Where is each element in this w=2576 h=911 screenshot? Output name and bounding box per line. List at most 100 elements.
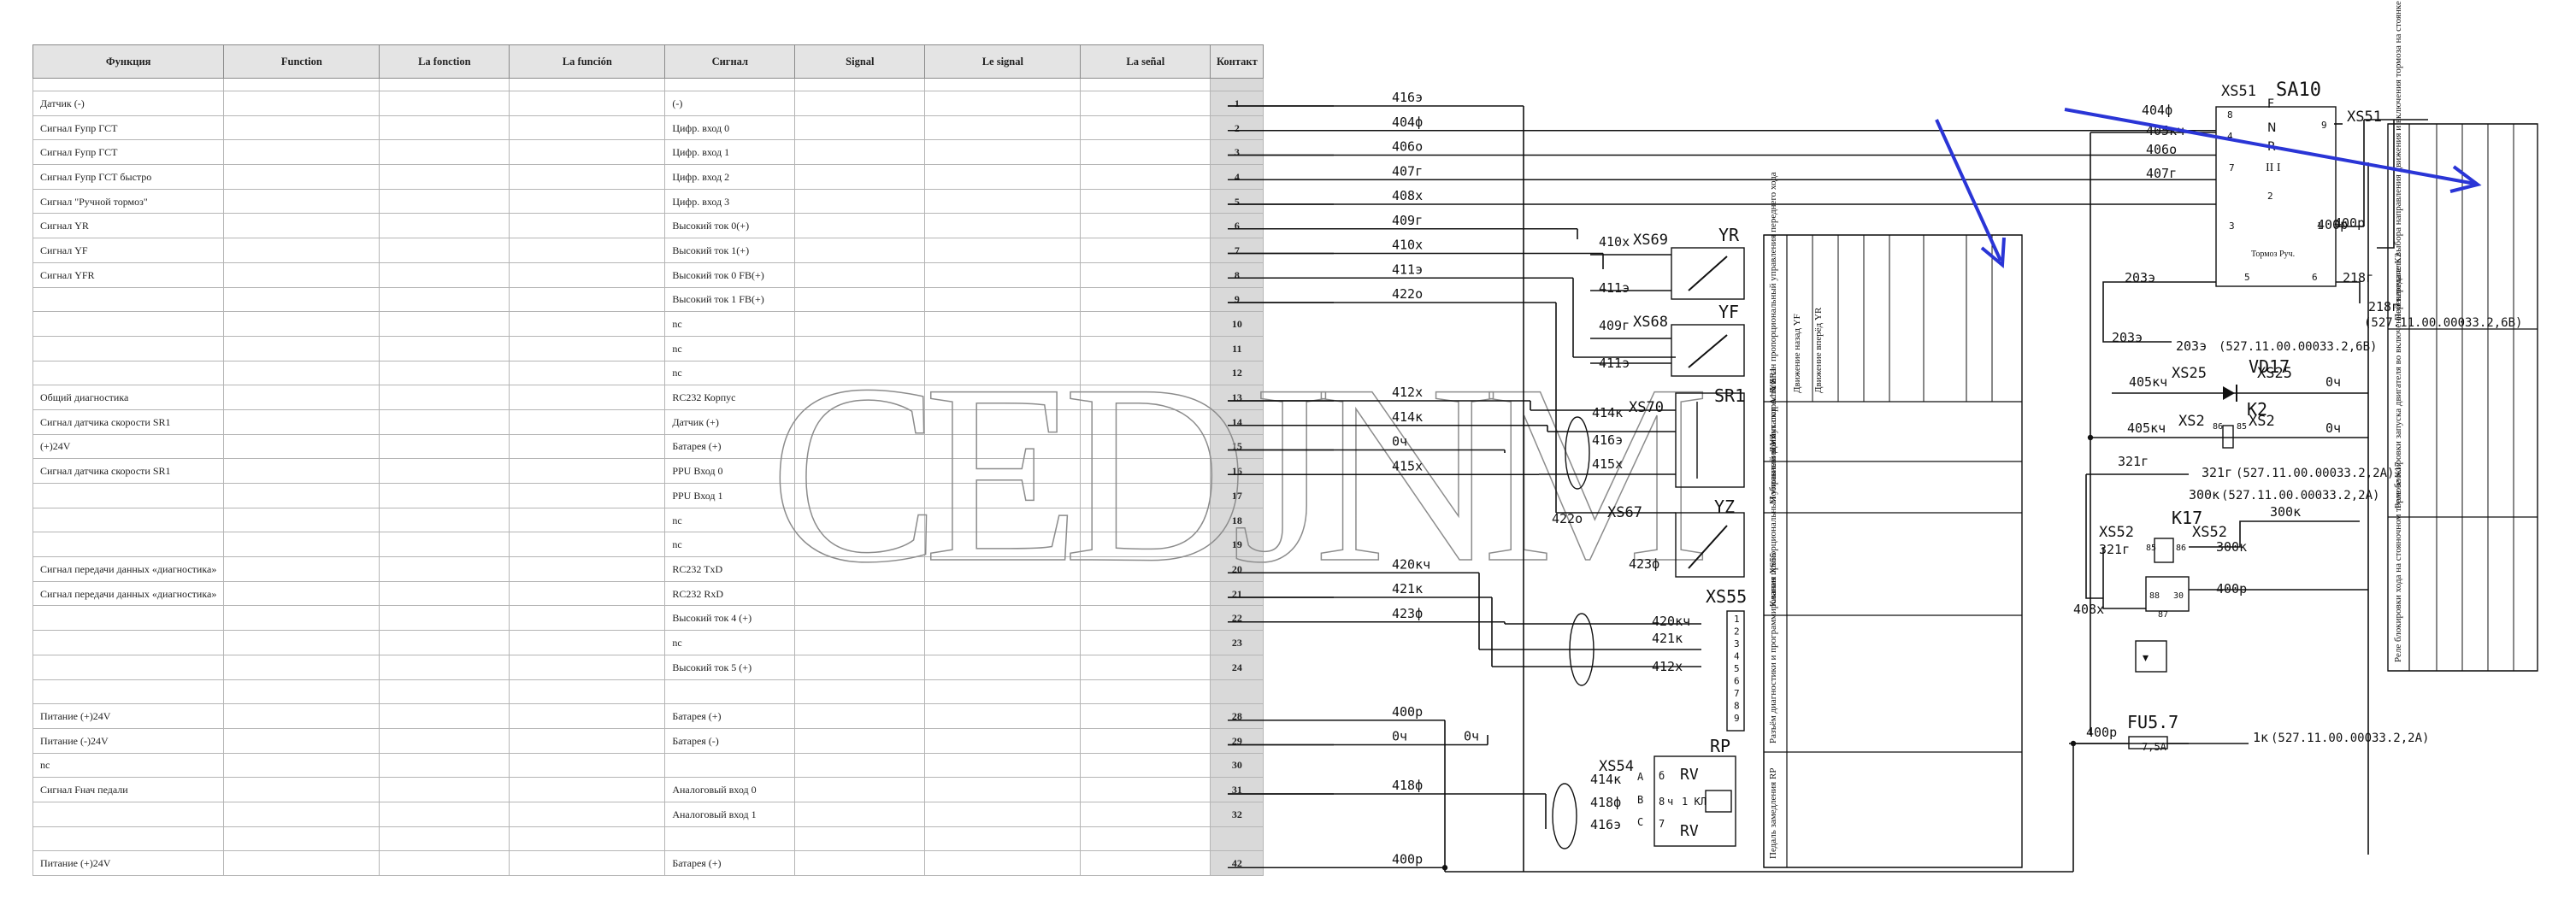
table-cell	[379, 850, 510, 876]
table-cell	[509, 360, 666, 386]
table-cell	[794, 311, 926, 337]
table-cell	[509, 826, 666, 852]
table-cell	[794, 703, 926, 729]
function-cell: Сигнал Fупр ГСТ	[32, 115, 225, 141]
table-cell	[509, 556, 666, 582]
wire-label: 218г	[2368, 299, 2399, 314]
signal-cell: Высокий ток 5 (+)	[664, 654, 796, 680]
wire-label: 203э	[2125, 270, 2155, 285]
pin-cell: 42	[1210, 850, 1264, 876]
table-cell	[794, 556, 926, 582]
wire-label: 420кч	[1392, 556, 1430, 572]
table-cell	[794, 164, 926, 190]
table-cell	[924, 777, 1082, 802]
function-cell: Сигнал Fнач педали	[32, 777, 225, 802]
wire-label: 404ф	[1392, 115, 1423, 130]
table-cell	[223, 630, 380, 655]
table-cell	[509, 703, 666, 729]
table-cell	[794, 752, 926, 779]
wire-label: 414к	[1590, 772, 1621, 787]
pin-number: 1	[2317, 220, 2323, 232]
wire-label: 409г	[1392, 213, 1423, 228]
table-cell	[924, 532, 1082, 558]
function-cell: (+)24V	[32, 433, 225, 460]
header-cell: Сигнал	[664, 44, 796, 79]
wire-label: 1к	[2253, 730, 2268, 745]
table-cell	[794, 777, 926, 802]
table-cell	[223, 826, 380, 852]
wire-label: 422о	[1392, 286, 1423, 302]
connector-label: XS51	[2221, 83, 2256, 100]
table-cell	[1080, 727, 1211, 754]
pin-cell: 11	[1210, 335, 1264, 361]
table-cell	[924, 630, 1082, 655]
pin-letter: N	[2267, 121, 2276, 135]
connector-label: XS2	[2249, 413, 2275, 430]
table-cell	[1080, 654, 1211, 680]
header-cell: Функция	[32, 44, 225, 79]
pin-cell: 28	[1210, 703, 1264, 729]
wire-label: 415х	[1392, 458, 1423, 473]
table-cell	[924, 311, 1082, 337]
pin-cell: 30	[1210, 752, 1264, 779]
table-cell	[924, 826, 1082, 852]
function-cell	[32, 605, 225, 632]
signal-cell: Высокий ток 1(+)	[664, 238, 796, 263]
table-cell	[509, 433, 666, 460]
connector-label: XS70	[1629, 399, 1664, 416]
pin-cell: 21	[1210, 580, 1264, 607]
pin-letter: 1 КЛ	[1682, 796, 1707, 808]
pin-letter: F	[2267, 97, 2274, 111]
junction-dot	[2070, 740, 2077, 747]
table-cell	[379, 408, 510, 435]
wire-label: (527.11.00.00033.2,2А)	[2271, 732, 2429, 745]
table-cell	[509, 115, 666, 141]
wire-label: 321г	[2202, 465, 2232, 480]
legend-text: Клапан пропорциональный управления перед…	[1768, 172, 1778, 393]
wire-label: 0ч	[2325, 374, 2341, 390]
table-cell	[1210, 78, 1264, 91]
table-cell	[509, 188, 666, 215]
wire	[2085, 474, 2103, 599]
signal-cell	[664, 679, 796, 705]
pin-letter: 7	[1659, 818, 1665, 830]
switch-sa10	[2215, 106, 2337, 287]
function-cell: Питание (+)24V	[32, 703, 225, 729]
table-cell	[1080, 850, 1211, 876]
wire-label: 421к	[1392, 581, 1423, 597]
wire-label: 410х	[1599, 234, 1630, 250]
pin-cell	[1210, 679, 1264, 705]
pin-number: 3	[2229, 220, 2235, 232]
table-cell	[924, 580, 1082, 607]
capsule-symbol	[1569, 613, 1595, 686]
table-spacer-row	[32, 78, 1264, 91]
component-label: YZ	[1714, 497, 1735, 517]
pin-number: 7	[2229, 162, 2235, 173]
wire-label: 408х	[1392, 188, 1423, 203]
table-cell	[1080, 433, 1211, 460]
table-row: Высокий ток 5 (+)24	[32, 654, 1264, 680]
function-cell: Сигнал датчика скорости SR1	[32, 458, 225, 484]
function-cell	[32, 630, 225, 655]
wire-label: 405кч	[2127, 420, 2166, 436]
pin-letter: B	[1637, 794, 1643, 806]
signal-cell: Аналоговый вход 0	[664, 777, 796, 802]
table-cell	[223, 777, 380, 802]
legend-text: Реле блокировки хода на стояночном тормо…	[2393, 461, 2403, 662]
table-cell	[509, 654, 666, 680]
component-label: SR1	[1714, 385, 1745, 406]
header-cell: La señal	[1080, 44, 1211, 79]
wire-label: 0ч	[2325, 420, 2341, 436]
legend-text: Разъём диагностики и программирования XS…	[1768, 552, 1778, 743]
fuse-fu57	[2128, 736, 2168, 749]
pedal-rp	[1653, 755, 1736, 847]
wire-label: 418ф	[1590, 795, 1621, 810]
table-cell	[1080, 703, 1211, 729]
